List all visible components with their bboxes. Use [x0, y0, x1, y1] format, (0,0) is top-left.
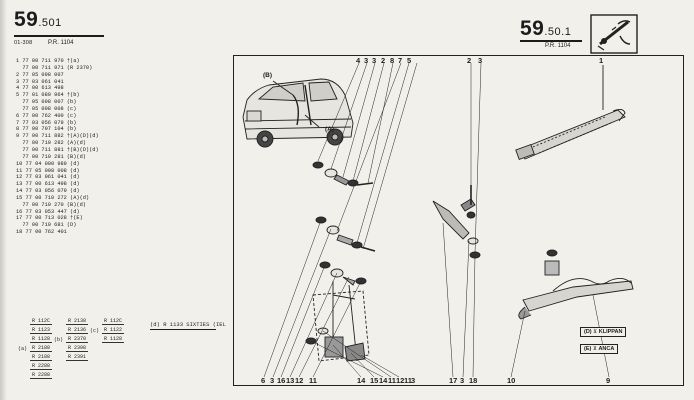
- table-row: (a)R 2188 R 2398: [16, 342, 124, 352]
- diagram-callouts: 4 3 3 2 8 7 5 2 3 1 6 3 16 13 12 11 14 1…: [233, 55, 684, 386]
- callout-label: 11: [388, 376, 396, 385]
- callout-label: 3: [364, 56, 369, 65]
- callout-label: 3: [270, 376, 275, 385]
- parts-row: 77 00 710 281 (B)(d): [16, 153, 86, 160]
- parts-row: 77 05 098 007 (b): [16, 99, 77, 106]
- variant-label: (A): [325, 126, 335, 133]
- parts-row: 5 77 01 080 964 †(b): [16, 92, 80, 99]
- pr-reference-left: P.R. 1104: [48, 40, 74, 46]
- parts-row: 77 00 710 282 (A)(d): [16, 140, 86, 147]
- pr-reference-right: P.R. 1104: [545, 43, 571, 49]
- variant-label: (B): [263, 72, 273, 79]
- parts-row: 15 77 00 710 272 (A)(d): [16, 194, 90, 201]
- table-row: R 2288: [16, 360, 124, 370]
- header-rule-right: [520, 40, 582, 42]
- callout-label: 9: [606, 376, 611, 385]
- buckle-stalk: [432, 185, 481, 259]
- car-illustration: [242, 78, 354, 148]
- parts-row: 4 77 00 613 498: [16, 85, 64, 92]
- parts-row: 1 77 00 711 970 †(a): [16, 58, 80, 64]
- callout-label: 5: [407, 56, 412, 65]
- parts-row: 6 77 00 762 400 (c): [16, 112, 77, 119]
- callout-leaders: [263, 62, 610, 378]
- legend-box-klippan: (D) ⊻ KLIPPAN: [580, 327, 627, 337]
- parts-row: 11 77 05 098 008 (d): [16, 167, 80, 174]
- parts-row: 77 00 711 971 (R 2370): [16, 64, 93, 71]
- parts-row: 10 77 04 000 989 (d): [16, 160, 80, 167]
- callout-label: 16: [277, 376, 286, 385]
- parts-row: 7 77 03 056 079 (b): [16, 119, 77, 126]
- callout-label: 13: [286, 376, 295, 385]
- callout-label: 1: [599, 56, 604, 65]
- table-row: R 2188 R 2391: [16, 351, 124, 361]
- parts-row: 2 77 05 098 007: [16, 71, 64, 78]
- seatbelt-section-icon: [590, 14, 638, 54]
- callout-label: 18: [469, 376, 478, 385]
- belt-assembly-lower: [518, 249, 634, 320]
- callout-label: 6: [261, 376, 266, 385]
- legend-arrow-icon: ⊻: [592, 346, 597, 352]
- table-row: R 1123 R 2136 (c)R 1122: [16, 324, 125, 334]
- model-table: R 112C R 2138 R 112C R 1123 R 2136 (c)R …: [16, 316, 125, 379]
- callout-label: 11: [309, 376, 317, 385]
- legend-box-anca: (E) ⊻ ANCA: [580, 344, 619, 354]
- belt-assembly-top: [515, 65, 626, 161]
- callout-label: 7: [398, 56, 403, 65]
- callout-label: 3: [460, 376, 465, 385]
- page-number-right: 59.50.1: [520, 17, 572, 40]
- parts-row: 13 77 00 613 498 (d): [16, 181, 80, 188]
- parts-row: 77 00 710 681 (D): [16, 222, 77, 229]
- parts-list: 1 77 00 711 970 †(a) 77 00 711 971 (R 23…: [16, 58, 99, 236]
- parts-row: 17 77 00 713 028 †(E): [16, 215, 83, 222]
- note-underline: [150, 329, 216, 330]
- page-code-left: 01-308: [14, 40, 33, 46]
- callout-label: 2: [381, 56, 386, 65]
- header-rule-left: [14, 35, 104, 37]
- callout-label: 8: [390, 56, 395, 65]
- page-number-left: 59.501: [14, 8, 62, 31]
- parts-row: 9 77 00 711 882 †(A)(D)(d): [16, 133, 99, 140]
- callout-label: 14: [357, 376, 366, 385]
- callout-label: 17: [449, 376, 458, 385]
- parts-row: 12 77 03 061 041 (d): [16, 174, 80, 181]
- callout-label: 3: [478, 56, 483, 65]
- binding-shadow: [0, 0, 7, 400]
- callout-label: 10: [507, 376, 516, 385]
- parts-row: 14 77 03 056 079 (d): [16, 188, 80, 195]
- model-note: (d) R 1133 SIXTIES (IEL: [150, 321, 226, 328]
- callout-label: 12: [396, 376, 405, 385]
- exploded-diagram-frame: [233, 55, 684, 386]
- seatbelt-exploded-diagram: [242, 62, 634, 378]
- table-row: R 112C R 2138 R 112C: [30, 316, 125, 325]
- parts-row: 18 77 00 762 401: [16, 229, 67, 236]
- callout-label: 15: [370, 376, 379, 385]
- callout-label: 3: [411, 376, 416, 385]
- parts-row: 16 77 03 053 447 (d): [16, 208, 80, 215]
- callout-label: 14: [379, 376, 388, 385]
- parts-row: 77 00 710 270 (B)(d): [16, 201, 86, 208]
- parts-row: 77 00 711 881 †(B)(D)(d): [16, 146, 99, 153]
- callout-label: 4: [356, 56, 361, 65]
- parts-row: 8 77 00 707 104 (b): [16, 126, 77, 133]
- legend-arrow-icon: ⊻: [593, 329, 598, 335]
- parts-row: 3 77 03 061 041: [16, 78, 64, 85]
- table-row: R 1128 (b)R 2370 R 1128: [16, 333, 125, 343]
- table-row: R 2288: [16, 369, 124, 379]
- callout-label: 3: [372, 56, 377, 65]
- callout-label: 11: [404, 376, 412, 385]
- parts-row: 77 05 098 008 (c): [16, 105, 77, 112]
- anchor-stack-upper: [312, 161, 374, 187]
- callout-label: 2: [467, 56, 472, 65]
- callout-label: 12: [295, 376, 304, 385]
